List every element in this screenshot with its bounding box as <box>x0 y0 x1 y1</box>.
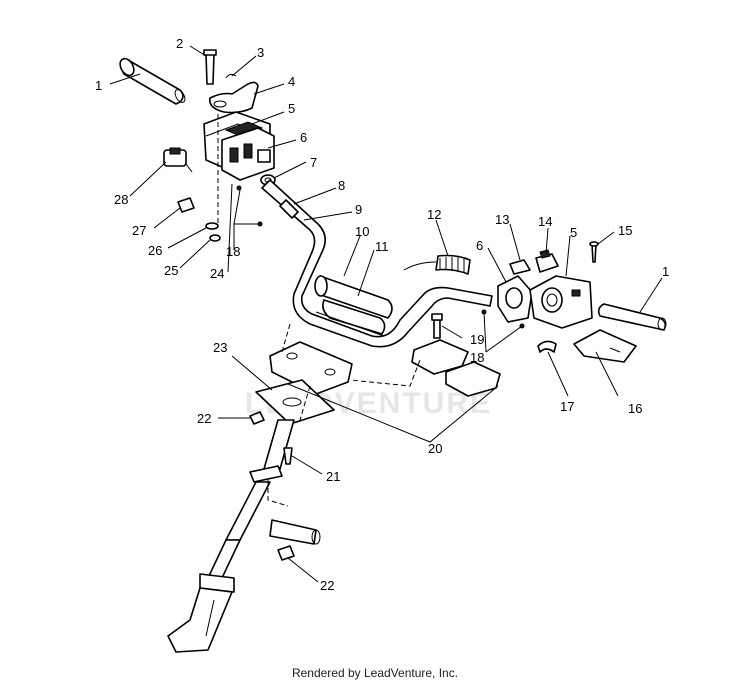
left-bolt <box>203 49 217 85</box>
callout-3: 3 <box>257 45 264 60</box>
dash-line <box>267 480 289 507</box>
callout-28: 28 <box>114 192 128 207</box>
callout-7: 7 <box>310 155 317 170</box>
callout-2: 2 <box>176 36 183 51</box>
callout-25: 25 <box>164 263 178 278</box>
callout-19: 19 <box>470 332 484 347</box>
pad-11 <box>315 299 386 337</box>
clamp-17 <box>537 340 557 353</box>
callout-24: 24 <box>210 266 224 281</box>
callout-5-right: 5 <box>570 225 577 240</box>
callout-22-lower: 22 <box>320 578 334 593</box>
left-switch-block <box>221 127 275 181</box>
callout-5: 5 <box>288 101 295 116</box>
right-housing <box>529 275 593 329</box>
handlebar-tube <box>261 179 493 348</box>
callout-4: 4 <box>288 74 295 89</box>
callout-6: 6 <box>300 130 307 145</box>
callout-13: 13 <box>495 212 509 227</box>
mount-plate-23 <box>255 379 335 425</box>
callout-14: 14 <box>538 214 552 229</box>
callout-17: 17 <box>560 399 574 414</box>
pad-10 <box>314 275 393 319</box>
left-clip <box>225 73 237 79</box>
nut-22-lower <box>277 545 295 561</box>
callout-23: 23 <box>213 340 227 355</box>
callout-26: 26 <box>148 243 162 258</box>
left-lever <box>208 81 259 114</box>
right-lever-16 <box>573 329 637 363</box>
bolt-19 <box>431 313 443 339</box>
callout-6-right: 6 <box>476 238 483 253</box>
right-grip <box>597 303 667 331</box>
washer-26 <box>205 222 219 230</box>
callout-8: 8 <box>338 178 345 193</box>
callout-16: 16 <box>628 401 642 416</box>
callout-1: 1 <box>95 78 102 93</box>
screw-21 <box>283 447 293 465</box>
cap-14 <box>535 249 559 273</box>
callout-9: 9 <box>355 202 362 217</box>
switch-28 <box>163 147 193 173</box>
callout-22: 22 <box>197 411 211 426</box>
rod-24 <box>227 183 233 273</box>
callout-21: 21 <box>326 469 340 484</box>
nut-22-upper <box>249 411 265 425</box>
nut-25 <box>209 234 221 242</box>
lower-column-bracket <box>167 539 241 653</box>
callouts: 1 2 3 4 5 6 7 8 9 10 11 12 13 14 6 5 15 … <box>95 36 669 593</box>
dash-line <box>299 385 311 421</box>
dash-line <box>281 323 291 353</box>
callout-1-right: 1 <box>662 264 669 279</box>
nut-27 <box>177 197 195 213</box>
steering-column <box>225 419 321 545</box>
callout-27: 27 <box>132 223 146 238</box>
callout-11: 11 <box>375 239 389 254</box>
left-grip <box>119 57 186 105</box>
dash-line <box>349 359 421 387</box>
cable-12 <box>403 254 471 275</box>
callout-18: 18 <box>226 244 240 259</box>
credit-text: Rendered by LeadVenture, Inc. <box>291 666 459 680</box>
screw-15 <box>589 241 599 263</box>
leader-lines <box>109 45 663 583</box>
spring-13 <box>509 259 531 275</box>
callout-20: 20 <box>428 441 442 456</box>
callout-10: 10 <box>355 224 369 239</box>
callout-18-right: 18 <box>470 350 484 365</box>
right-switch-block <box>497 275 533 323</box>
callout-12: 12 <box>427 207 441 222</box>
screws-18-left <box>236 185 263 227</box>
upper-clamp-left <box>269 341 353 395</box>
callout-15: 15 <box>618 223 632 238</box>
